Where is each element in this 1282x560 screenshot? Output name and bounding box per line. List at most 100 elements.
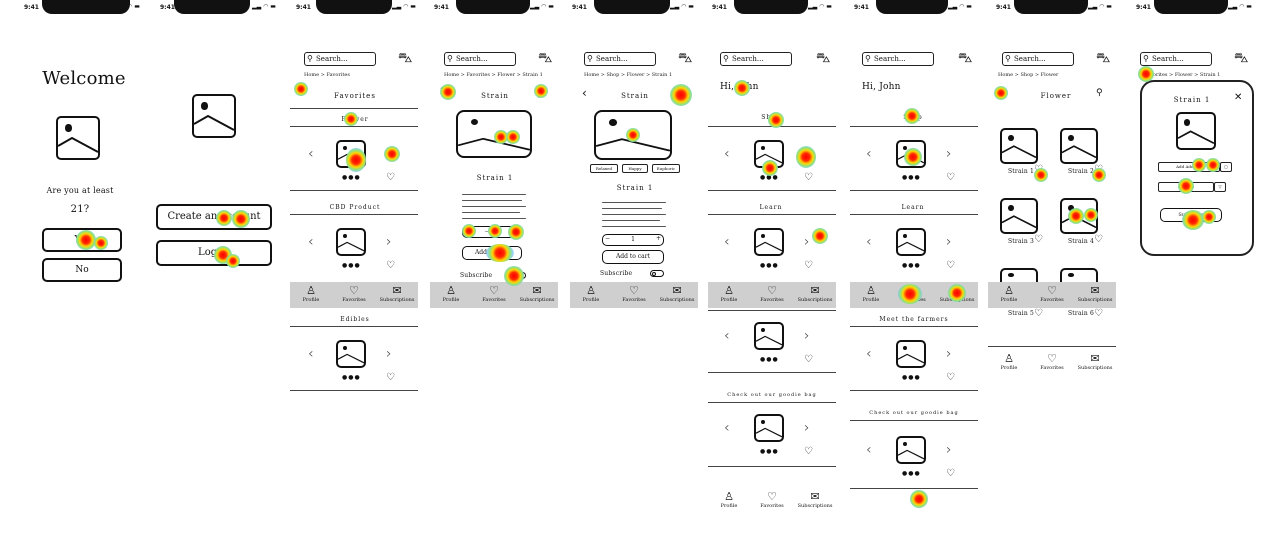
chevron-left-icon[interactable]: ‹ [866,346,872,362]
chevron-left-icon[interactable]: ‹ [308,146,314,162]
product-image[interactable] [896,340,926,368]
heart-icon[interactable]: ♡ [1094,234,1103,245]
search-input[interactable]: ⚲Search... [720,52,792,66]
back-icon[interactable]: ‹ [582,86,587,100]
breadcrumb[interactable]: Home > Favorites > Flower > Strain 1 [444,72,543,78]
chevron-right-icon[interactable]: › [946,442,952,458]
tab-profile[interactable]: ♙Profile [710,491,748,510]
heart-icon[interactable]: ♡ [386,372,395,383]
heart-icon[interactable]: ♡ [804,260,813,271]
breadcrumb[interactable]: Favorites > Flower > Strain 1 [1144,72,1221,78]
add-to-cart-button[interactable]: Add to cart [602,250,664,264]
chevron-down-icon[interactable]: ▽ [1214,182,1226,192]
heart-icon[interactable]: ♡ [946,468,955,479]
heart-icon[interactable]: ♡ [1034,234,1043,245]
product-image[interactable] [754,228,784,256]
heart-icon[interactable]: ♡ [946,372,955,383]
effect-chip[interactable]: Relaxed [590,164,618,173]
chevron-right-icon[interactable]: › [804,234,810,250]
strain-label[interactable]: Strain 6 [1068,310,1095,317]
filter-icon[interactable]: ⚲ [1096,88,1103,98]
tab-favorites[interactable]: ♡Favorites [753,491,791,510]
tab-subscriptions[interactable]: ✉Subscriptions [797,284,833,304]
heart-icon[interactable]: ♡ [1034,308,1043,319]
chevron-left-icon[interactable]: ‹ [308,234,314,250]
cart-icon[interactable]: ⛍ [816,50,831,66]
subscribe-toggle[interactable] [650,270,664,277]
tab-profile[interactable]: ♙Profile [572,285,610,304]
breadcrumb[interactable]: Home > Shop > Flower [998,72,1059,78]
search-input[interactable]: ⚲Search... [304,52,376,66]
tab-subscriptions[interactable]: ✉Subscriptions [797,490,833,510]
tab-favorites[interactable]: ♡Favorites [1033,285,1071,304]
tab-subscriptions[interactable]: ✉Subscriptions [1077,352,1113,372]
heart-icon[interactable]: ♡ [1094,308,1103,319]
close-icon[interactable]: ✕ [1234,92,1243,103]
strain-label[interactable]: Strain 5 [1008,310,1035,317]
tab-favorites[interactable]: ♡Favorites [1033,353,1071,372]
effect-chip[interactable]: Euphoric [652,164,680,173]
tab-subscriptions[interactable]: ✉Subscriptions [519,284,555,304]
quantity-stepper[interactable]: − 1 + [602,234,664,246]
tab-profile[interactable]: ♙Profile [432,285,470,304]
minus-button[interactable]: − [605,235,611,242]
plus-button[interactable]: + [655,235,661,242]
tab-favorites[interactable]: ♡Favorites [753,285,791,304]
heart-icon[interactable]: ♡ [386,260,395,271]
chevron-right-icon[interactable]: › [946,146,952,162]
chevron-left-icon[interactable]: ‹ [724,328,730,344]
chevron-left-icon[interactable]: ‹ [724,146,730,162]
tab-profile[interactable]: ♙Profile [710,285,748,304]
tab-profile[interactable]: ♙Profile [990,353,1028,372]
chevron-left-icon[interactable]: ‹ [866,234,872,250]
product-image[interactable] [336,340,366,368]
strain-label[interactable]: Strain 4 [1068,238,1095,245]
search-input[interactable]: ⚲Search... [444,52,516,66]
product-image[interactable] [754,414,784,442]
strain-label[interactable]: Strain 1 [1008,168,1035,175]
strain-label[interactable]: Strain 2 [1068,168,1095,175]
effect-chip[interactable]: Happy [622,164,648,173]
breadcrumb[interactable]: Home > Favorites [304,72,350,78]
cart-icon[interactable]: ⛍ [678,50,693,66]
cart-icon[interactable]: ⛍ [398,50,413,66]
chevron-left-icon[interactable]: ‹ [724,234,730,250]
product-image[interactable] [896,228,926,256]
cart-icon[interactable]: ⛍ [538,50,553,66]
search-input[interactable]: ⚲Search... [584,52,656,66]
chevron-left-icon[interactable]: ‹ [866,442,872,458]
product-image[interactable] [754,322,784,350]
product-image[interactable] [896,436,926,464]
search-input[interactable]: ⚲Search... [1140,52,1212,66]
address-edit-button[interactable]: ▢ [1220,162,1232,172]
chevron-left-icon[interactable]: ‹ [866,146,872,162]
tab-profile[interactable]: ♙Profile [292,285,330,304]
no-button[interactable]: No [42,258,122,282]
tab-favorites[interactable]: ♡Favorites [335,285,373,304]
cart-icon[interactable]: ⛍ [1234,50,1249,66]
heart-icon[interactable]: ♡ [386,172,395,183]
search-input[interactable]: ⚲Search... [1002,52,1074,66]
strain-image[interactable] [1000,198,1038,234]
product-image[interactable] [336,228,366,256]
strain-label[interactable]: Strain 3 [1008,238,1035,245]
heart-icon[interactable]: ♡ [804,354,813,365]
tab-subscriptions[interactable]: ✉Subscriptions [659,284,695,304]
heart-icon[interactable]: ♡ [946,260,955,271]
tab-profile[interactable]: ♙Profile [990,285,1028,304]
strain-image[interactable] [1000,128,1038,164]
chevron-right-icon[interactable]: › [946,346,952,362]
cart-icon[interactable]: ⛍ [958,50,973,66]
search-input[interactable]: ⚲Search... [862,52,934,66]
strain-image[interactable] [1060,128,1098,164]
chevron-right-icon[interactable]: › [946,234,952,250]
heart-icon[interactable]: ♡ [804,172,813,183]
tab-profile[interactable]: ♙Profile [852,285,890,304]
tab-subscriptions[interactable]: ✉Subscriptions [1077,284,1113,304]
breadcrumb[interactable]: Home > Shop > Flower > Strain 1 [584,72,673,78]
tab-favorites[interactable]: ♡Favorites [475,285,513,304]
heart-icon[interactable]: ♡ [804,446,813,457]
chevron-right-icon[interactable]: › [386,234,392,250]
heart-icon[interactable]: ♡ [946,172,955,183]
tab-subscriptions[interactable]: ✉Subscriptions [379,284,415,304]
